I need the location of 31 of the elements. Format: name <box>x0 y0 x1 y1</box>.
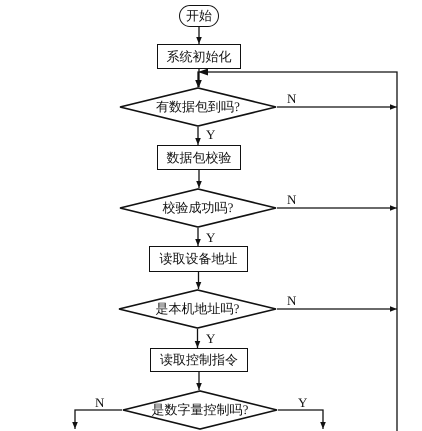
process-box: 读取设备地址 <box>149 246 248 272</box>
process-box: 读取控制指令 <box>150 348 248 372</box>
arrow <box>278 409 326 429</box>
edge-label: Y <box>205 231 216 244</box>
edge-label: Y <box>205 332 216 345</box>
edge-label: N <box>286 193 298 206</box>
arrow <box>196 170 202 188</box>
process-box: 系统初始化 <box>157 44 241 69</box>
decision-diamond: 是本机地址吗? <box>118 289 277 329</box>
loop-back-arrow <box>195 68 398 431</box>
arrow <box>72 409 122 429</box>
edge-label: Y <box>297 396 308 409</box>
arrow <box>277 104 397 110</box>
arrow <box>194 329 200 348</box>
arrow <box>196 69 202 87</box>
decision-diamond: 校验成功吗? <box>119 188 277 228</box>
process-box: 数据包校验 <box>157 145 241 170</box>
arrow <box>195 228 201 246</box>
arrow <box>195 127 201 145</box>
edge-label: N <box>94 396 106 409</box>
start-terminal: 开始 <box>179 5 219 27</box>
decision-diamond: 有数据包到吗? <box>119 87 277 127</box>
arrow <box>277 205 397 211</box>
edge-label: N <box>286 92 298 105</box>
arrow <box>196 27 202 44</box>
arrow <box>196 272 202 289</box>
edge-label: Y <box>205 128 216 141</box>
decision-diamond: 是数字量控制吗? <box>122 390 278 430</box>
arrow <box>277 306 397 312</box>
edge-label: N <box>286 294 298 307</box>
arrow <box>196 372 202 390</box>
